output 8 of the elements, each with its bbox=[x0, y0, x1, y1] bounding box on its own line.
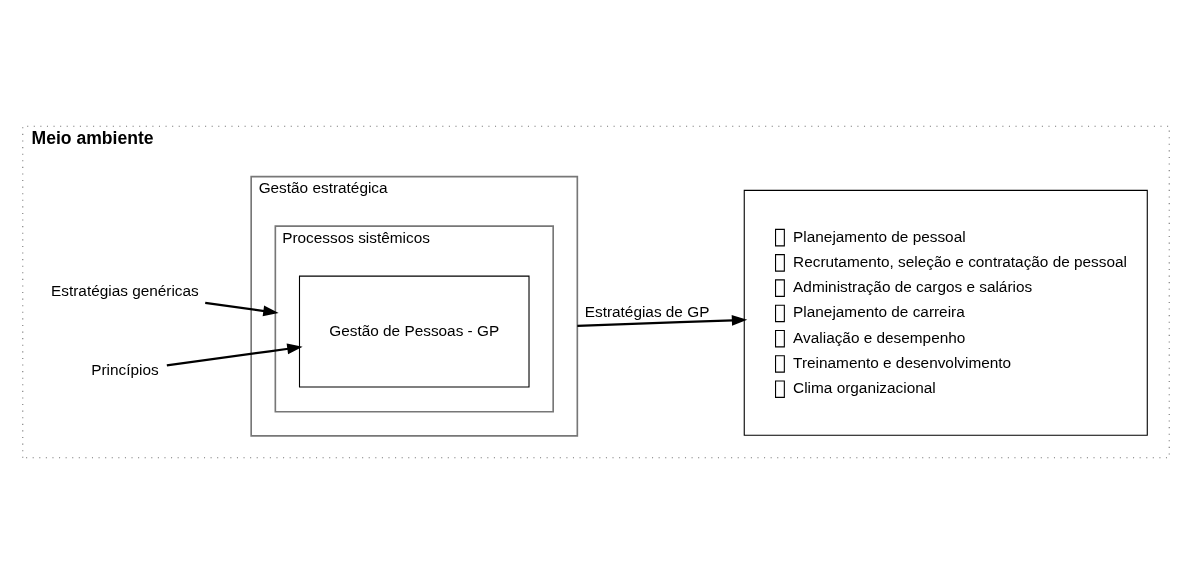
arrow bbox=[205, 301, 279, 317]
node-box: Planejamento de pessoal Recrutamento, seleção e contratação de pessoal Administração de cargos e salários Planejamento de carreira Avaliação e desempenho Treinamento e desenvolvimento Clima organizacional bbox=[743, 189, 1148, 436]
arrow bbox=[577, 314, 748, 327]
node-box: Gestão de Pessoas - GP bbox=[298, 275, 530, 388]
node-text: Princípios bbox=[91, 361, 159, 379]
arrow bbox=[166, 343, 303, 367]
edge-label: Estratégias de GP bbox=[584, 303, 710, 321]
node-text: Estratégias genéricas bbox=[51, 282, 199, 300]
